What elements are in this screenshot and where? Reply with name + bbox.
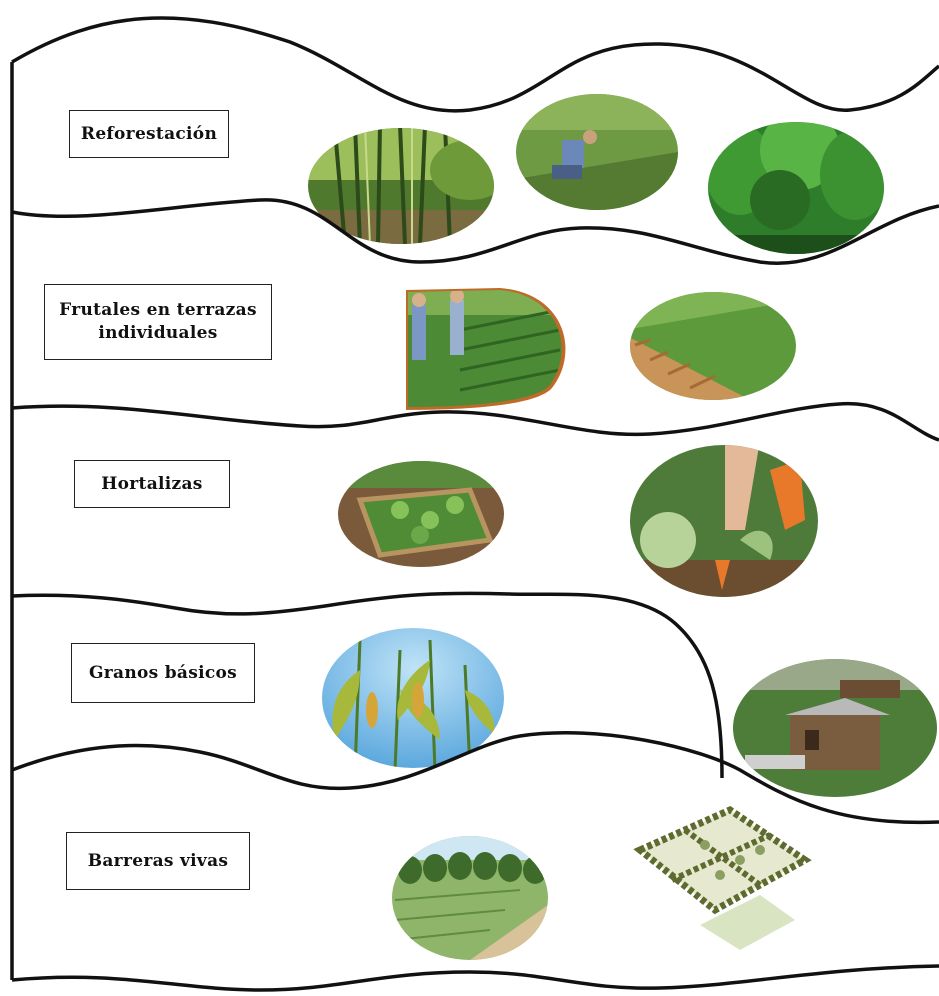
- label-reforestacion: Reforestación: [69, 110, 229, 158]
- label-barreras: Barreras vivas: [66, 832, 250, 890]
- photo-farmers-field: [406, 288, 566, 410]
- band-boundaries: [10, 16, 939, 992]
- wave-1: [11, 198, 939, 265]
- photo-tree-lined-field: [392, 836, 548, 960]
- label-frutales-text-2: individuales: [98, 323, 218, 343]
- wave-bottom: [11, 964, 939, 992]
- photo-vegetable-bed: [338, 461, 504, 567]
- photo-maize-plants: [322, 628, 504, 768]
- wave-3: [11, 591, 724, 779]
- photo-hedgerow-plots: [633, 806, 812, 950]
- photo-bamboo-grove: [308, 128, 494, 244]
- wave-2: [11, 401, 939, 442]
- label-frutales-text-1: Frutales en terrazas: [59, 300, 257, 321]
- photo-dense-forest: [708, 122, 884, 254]
- label-frutales: Frutales en terrazas individuales: [44, 284, 272, 360]
- photo-harvesting-carrots: [630, 445, 818, 597]
- photo-terraced-hillside: [630, 292, 796, 400]
- photo-person-planting: [516, 94, 678, 210]
- photo-farm-house: [733, 659, 937, 797]
- label-granos: Granos básicos: [71, 643, 255, 703]
- label-hortalizas-text: Hortalizas: [101, 473, 203, 494]
- wave-4: [11, 731, 939, 825]
- wave-top: [11, 16, 939, 113]
- label-barreras-text: Barreras vivas: [87, 850, 229, 871]
- label-hortalizas: Hortalizas: [74, 460, 230, 508]
- label-reforestacion-text: Reforestación: [80, 123, 218, 144]
- label-granos-text: Granos básicos: [88, 662, 238, 683]
